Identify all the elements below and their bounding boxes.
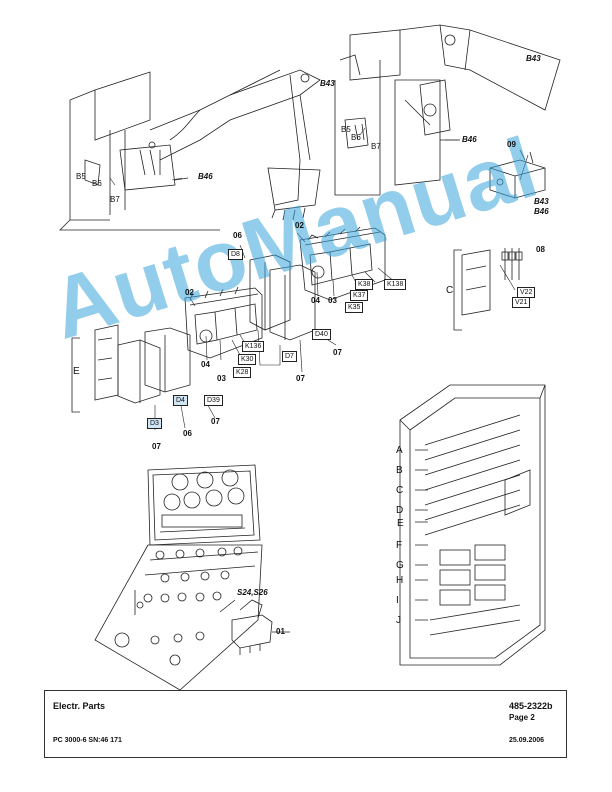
title-block-date: 25.09.2006 [509, 737, 545, 744]
callout-part-03-left: 03 [217, 374, 226, 383]
designation-k38: K38 [355, 279, 374, 290]
callout-b43-sensor: B43 [534, 197, 549, 206]
designation-v21: V21 [512, 297, 531, 308]
callout-part-04-left: 04 [201, 360, 210, 369]
callout-part-07-bottom: 07 [152, 442, 161, 451]
side-brackets [71, 249, 462, 413]
callout-b46-sensor: B46 [534, 207, 549, 216]
callout-part-06-left: 06 [183, 429, 192, 438]
left-excavator-illustration [59, 69, 321, 231]
designation-d3: D3 [147, 418, 162, 429]
cabinet-row-letter: E [397, 518, 404, 529]
callout-b6-right: B6 [351, 133, 361, 142]
cabinet-illustration [399, 384, 546, 666]
designation-k37: K37 [350, 290, 369, 301]
parts-drawing [59, 24, 561, 690]
callout-part-06-top: 06 [233, 231, 242, 240]
callout-part-07-mid: 07 [333, 348, 342, 357]
callout-part-04-right: 04 [311, 296, 320, 305]
designation-k35: K35 [345, 302, 364, 313]
callout-part-01: 01 [276, 627, 285, 636]
callout-b5-left: B5 [76, 172, 86, 181]
cabinet-row-letter: J [396, 615, 401, 626]
callout-b46-left: B46 [198, 172, 213, 181]
designation-d7: D7 [282, 351, 297, 362]
right-excavator-illustration [334, 24, 561, 196]
cabinet-row-letter: I [396, 595, 399, 606]
callout-b7-left: B7 [110, 195, 120, 204]
title-block-page: Page 2 [509, 713, 535, 722]
designation-k138: K138 [384, 279, 407, 290]
callout-b5-right: B5 [341, 125, 351, 134]
group-letter-e: E [73, 366, 80, 377]
cabinet-row-letter: B [396, 465, 403, 476]
callout-part-07-mid2: 07 [296, 374, 305, 383]
cabinet-row-letter: C [396, 485, 404, 496]
designation-k136: K136 [242, 341, 265, 352]
cabinet-row-letter: A [396, 445, 403, 456]
title-block: Electr. Parts 485-2322b Page 2 PC 3000-6… [44, 690, 567, 758]
designation-d4: D4 [173, 395, 188, 406]
sensor-09-illustration [489, 149, 546, 199]
callout-part-03-right: 03 [328, 296, 337, 305]
callout-switch-s24-s26: S24,S26 [237, 588, 268, 597]
designation-d40: D40 [312, 329, 331, 340]
callout-b43-right: B43 [526, 54, 541, 63]
cabinet-row-letter: H [396, 575, 404, 586]
designation-d39: D39 [204, 395, 223, 406]
callout-part-09: 09 [507, 140, 516, 149]
cabinet-row-letter: G [396, 560, 404, 571]
control-panel-illustration [94, 464, 290, 690]
callout-part-02-right: 02 [295, 221, 304, 230]
callout-part-02-left: 02 [185, 288, 194, 297]
title-block-doc-number: 485-2322b [509, 701, 553, 711]
title-block-title: Electr. Parts [53, 701, 106, 711]
title-block-model: PC 3000-6 SN:46 171 [53, 737, 122, 744]
designation-k28: K28 [233, 367, 252, 378]
designation-k30: K30 [238, 354, 257, 365]
callout-b46-right: B46 [462, 135, 477, 144]
designation-d8: D8 [228, 249, 243, 260]
callout-b43-left: B43 [320, 79, 335, 88]
callout-b6-left: B6 [92, 179, 102, 188]
cabinet-row-letter: F [396, 540, 403, 551]
callout-part-08: 08 [536, 245, 545, 254]
callout-b7-right: B7 [371, 142, 381, 151]
group-letter-c: C [446, 285, 454, 296]
cabinet-row-letter: D [396, 505, 404, 516]
callout-part-07-left: 07 [211, 417, 220, 426]
